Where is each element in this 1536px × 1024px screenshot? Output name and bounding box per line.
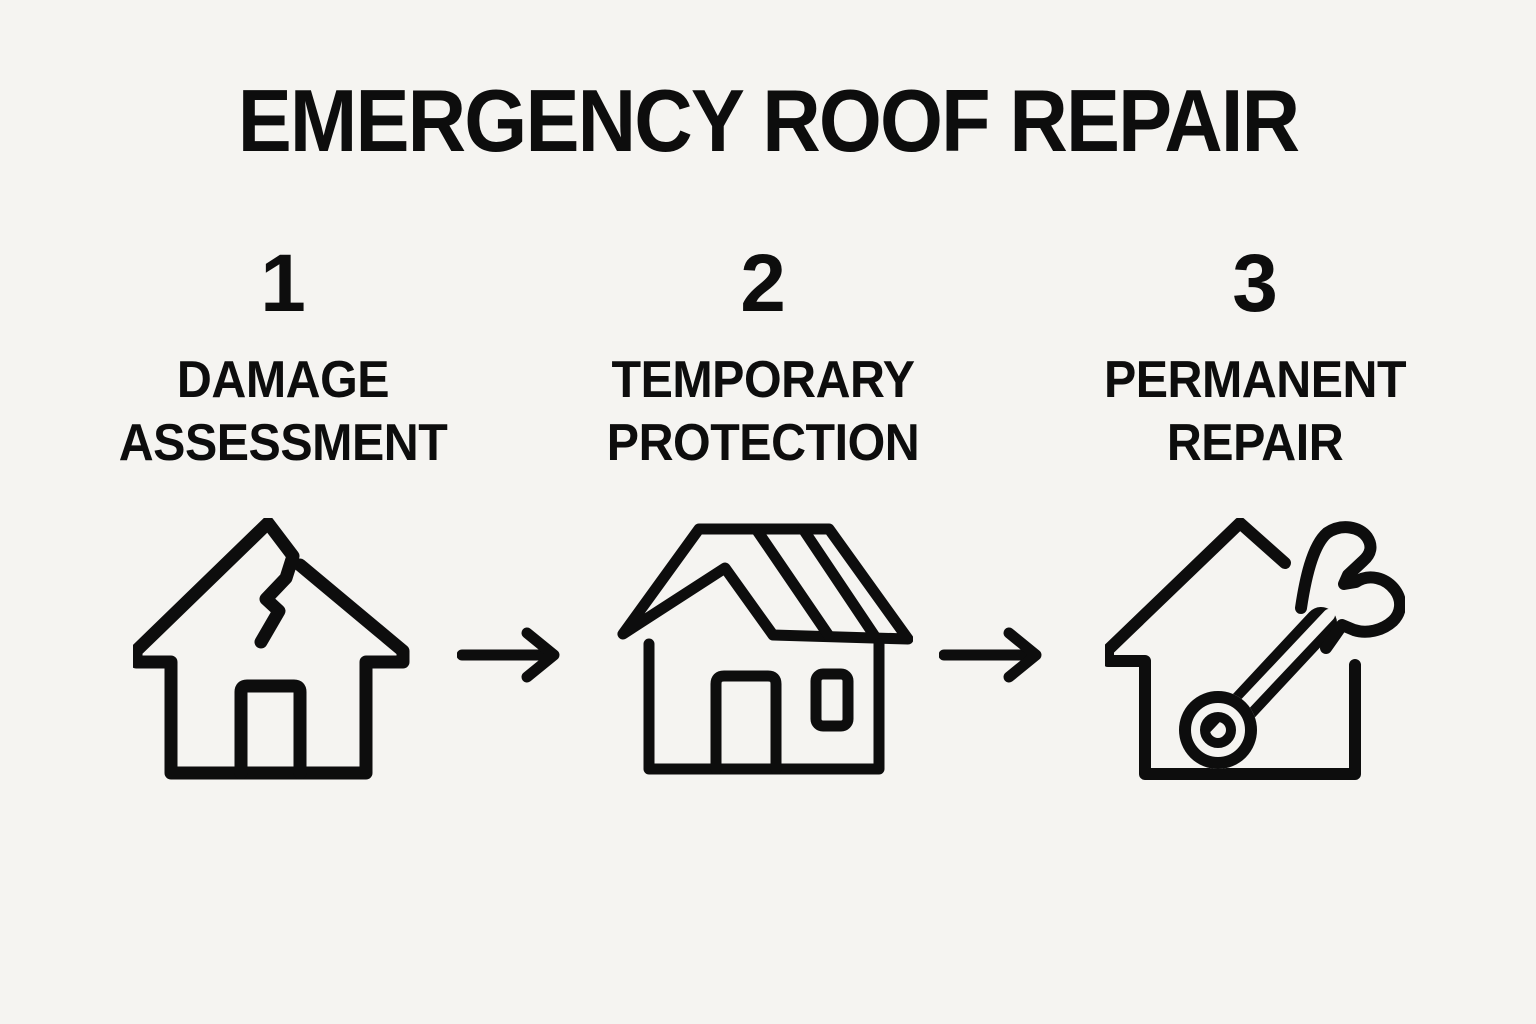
step-1-label-line-2: ASSESSMENT [118, 414, 448, 472]
step-2-label-line-1: TEMPORARY [611, 351, 915, 409]
arrow-step2-to-step3-icon [939, 627, 1042, 683]
damaged-house-icon [133, 518, 410, 780]
step-1-number: 1 [260, 238, 306, 329]
arrow-step1-to-step2-icon [457, 627, 560, 683]
step-3-number: 3 [1232, 238, 1278, 329]
step-2-number: 2 [740, 238, 786, 329]
step-3-label-line-2: REPAIR [1166, 414, 1344, 472]
tarp-covered-house-icon [617, 523, 913, 775]
poster-title: EMERGENCY ROOF REPAIR [237, 71, 1300, 170]
step-1-damage-assessment: 1 DAMAGE ASSESSMENT [93, 243, 473, 783]
step-1-label-line-1: DAMAGE [176, 351, 390, 409]
step-3-label: PERMANENT REPAIR [1078, 349, 1431, 475]
step-1-label: DAMAGE ASSESSMENT [106, 349, 459, 475]
step-3-label-line-1: PERMANENT [1103, 351, 1407, 409]
house-with-wrench-icon [1105, 518, 1405, 780]
step-3-permanent-repair: 3 PERMANENT REPAIR [1065, 243, 1445, 786]
step-2-label-line-2: PROTECTION [606, 414, 920, 472]
step-2-label: TEMPORARY PROTECTION [586, 349, 939, 475]
step-2-temporary-protection: 2 TEMPORARY PROTECTION [573, 243, 953, 783]
